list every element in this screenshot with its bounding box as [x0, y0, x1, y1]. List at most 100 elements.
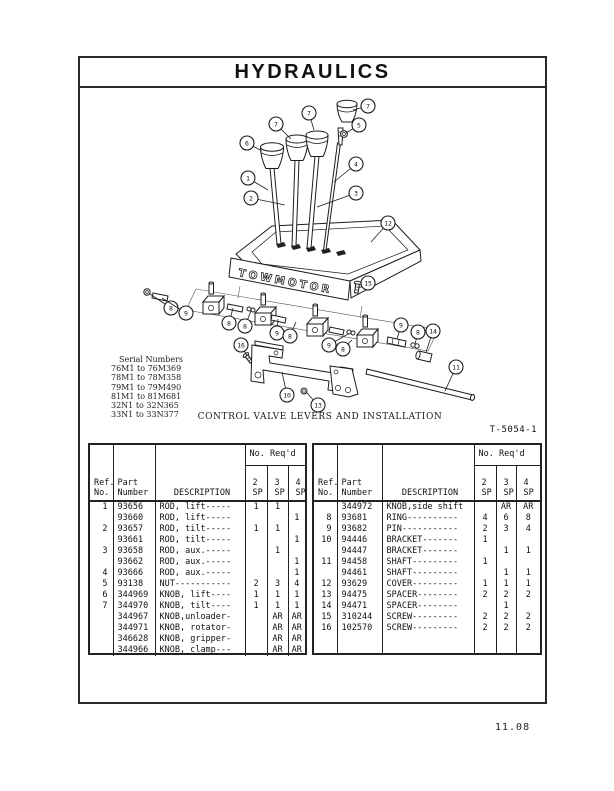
pins-and-washers: [143, 288, 433, 363]
knob-aux: [305, 130, 329, 157]
callout-6: 6: [239, 135, 263, 152]
rod-tip-and-nut: [337, 127, 348, 146]
svg-text:7: 7: [307, 109, 311, 117]
serial-line: 33N1 to 33N377: [111, 410, 179, 420]
col-header-description: DESCRIPTION: [381, 445, 474, 502]
svg-text:8: 8: [288, 332, 292, 340]
svg-text:7: 7: [274, 120, 278, 128]
serial-numbers-heading: Serial Numbers: [119, 355, 183, 364]
serial-line: 32N1 to 32N365: [111, 401, 179, 411]
serial-line: 76M1 to 76M369: [111, 364, 182, 374]
svg-text:8: 8: [169, 304, 173, 312]
knob-tilt: [285, 134, 309, 161]
page-title-band: HYDRAULICS: [78, 56, 547, 88]
callout-2: 2: [243, 190, 286, 206]
col-header-description: DESCRIPTION: [154, 445, 245, 502]
svg-text:10: 10: [283, 391, 291, 399]
page-number: 11.08: [495, 722, 531, 733]
svg-text:9: 9: [399, 321, 403, 329]
svg-text:9: 9: [184, 309, 188, 317]
callout-12: 12: [370, 215, 396, 243]
shaft-long: [365, 368, 476, 401]
serial-line: 78M1 to 78M358: [111, 373, 182, 383]
callout-7: 7: [352, 98, 376, 114]
callout-14: 14: [425, 323, 441, 353]
page-title: HYDRAULICS: [234, 60, 391, 83]
svg-text:14: 14: [429, 327, 437, 335]
callout-8: 8: [335, 339, 353, 357]
phantom-frame: [185, 285, 439, 352]
callout-9: 9: [321, 333, 349, 353]
svg-text:12: 12: [384, 219, 392, 227]
serial-line: 79M1 to 79M490: [111, 382, 182, 392]
callout-9: 9: [393, 317, 409, 340]
callout-8: 8: [282, 321, 298, 344]
svg-text:7: 7: [366, 102, 370, 110]
svg-text:8: 8: [416, 328, 420, 336]
callout-9: 9: [269, 318, 285, 341]
svg-text:1: 1: [246, 174, 250, 182]
console-cover: TOWMOTOR: [228, 219, 422, 301]
svg-text:8: 8: [243, 322, 247, 330]
callout-7: 7: [268, 116, 292, 140]
svg-text:6: 6: [245, 139, 249, 147]
svg-text:4: 4: [354, 160, 358, 168]
bracket-triangular: [300, 365, 359, 398]
control-levers: [259, 99, 358, 251]
svg-text:3: 3: [354, 189, 358, 197]
table-filler-row: [314, 634, 540, 653]
callout-5: 5: [345, 117, 367, 134]
callout-9: 9: [161, 297, 194, 321]
col-header-ref: Ref.No.: [314, 445, 338, 502]
svg-text:9: 9: [275, 329, 279, 337]
svg-text:13: 13: [314, 401, 322, 409]
exploded-view-illustration: TOWMOTOR: [143, 98, 476, 413]
callout-16: 16: [233, 337, 249, 357]
callout-8: 8: [410, 324, 426, 345]
callout-7: 7: [301, 105, 317, 131]
col-header-req: No. Req'd: [244, 445, 305, 466]
bracket-plate: [250, 340, 354, 394]
knob-detached: [336, 99, 358, 123]
svg-text:8: 8: [341, 345, 345, 353]
linkage-brackets: [201, 281, 380, 349]
drawing-reference: T-5054-1: [489, 425, 537, 435]
svg-text:16: 16: [237, 341, 245, 349]
callout-8: 8: [237, 310, 253, 334]
col-header-ref: Ref.No.: [90, 445, 114, 502]
